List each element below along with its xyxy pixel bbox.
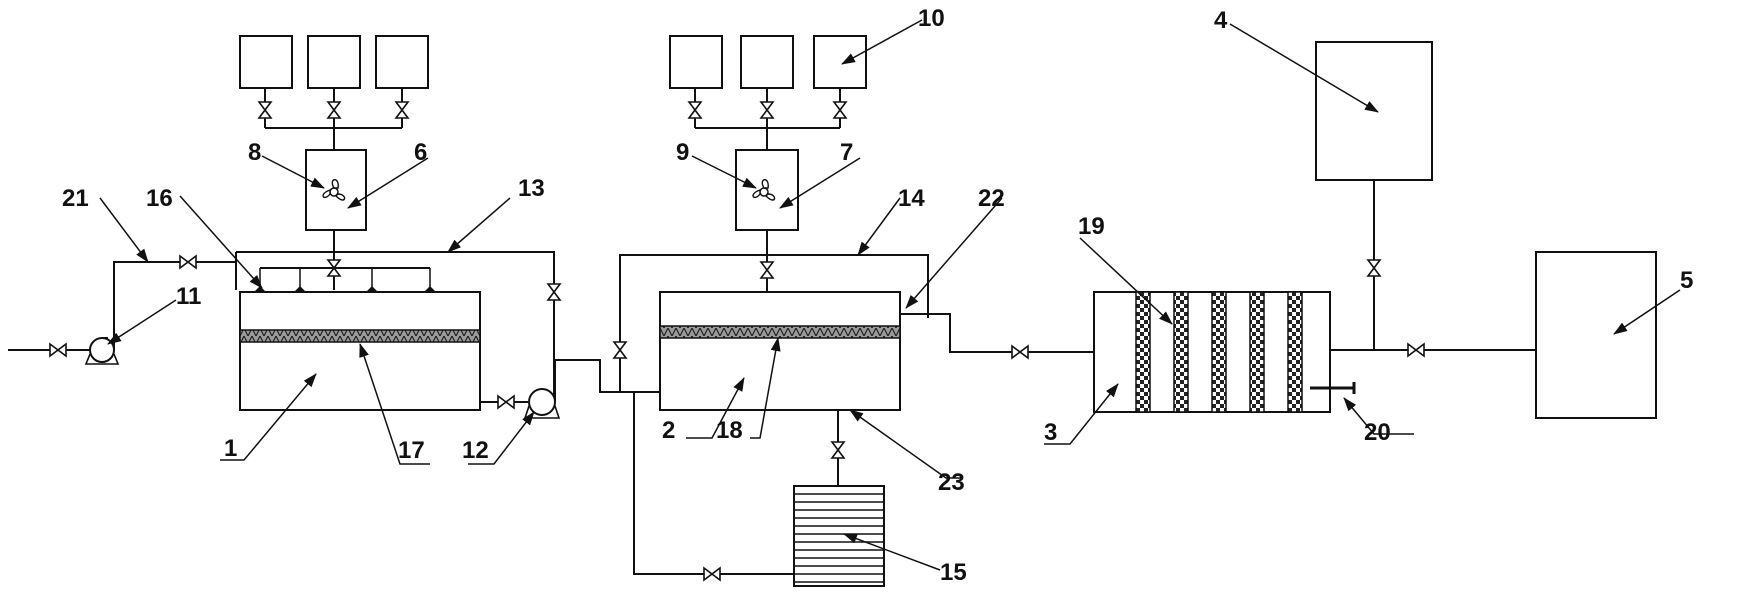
chemical-tank: [375, 35, 429, 89]
valve-icon[interactable]: [760, 101, 774, 119]
valve-icon[interactable]: [49, 343, 67, 357]
valve-icon[interactable]: [1407, 343, 1425, 357]
fan-icon: [752, 179, 776, 201]
valve-icon[interactable]: [327, 101, 341, 119]
valve-icon[interactable]: [497, 395, 515, 409]
valve-icon[interactable]: [1367, 259, 1381, 277]
chemical-tanks-group-1: [239, 35, 429, 150]
valve-icon[interactable]: [547, 283, 561, 301]
header-line-14: [613, 254, 929, 392]
label-5: 5: [1680, 267, 1693, 294]
packing-layer: [1287, 291, 1303, 413]
valve-icon[interactable]: [613, 341, 627, 359]
recycle-line: [633, 392, 845, 581]
label-14: 14: [898, 185, 925, 212]
label-2: 2: [662, 417, 675, 444]
chemical-tank-10: [813, 35, 867, 89]
label-1: 1: [224, 435, 237, 462]
label-23: 23: [938, 469, 965, 496]
heat-exchanger-15: [793, 485, 885, 587]
label-16: 16: [146, 185, 173, 212]
valve-icon[interactable]: [831, 441, 845, 459]
feed-line: [8, 255, 236, 365]
fan-icon: [322, 179, 346, 201]
label-10: 10: [918, 5, 945, 32]
label-8: 8: [248, 139, 261, 166]
filter-layer-17: [239, 329, 481, 343]
label-17: 17: [398, 437, 425, 464]
packing-layer: [1211, 291, 1227, 413]
valve-icon[interactable]: [688, 101, 702, 119]
reactor-1: [239, 291, 481, 411]
label-22: 22: [978, 185, 1005, 212]
chemical-tank: [307, 35, 361, 89]
label-11: 11: [176, 283, 201, 310]
spray-header-1: [235, 251, 561, 402]
leader-lines: [99, 19, 1681, 571]
label-3: 3: [1044, 419, 1057, 446]
valve-icon[interactable]: [760, 261, 774, 279]
label-13: 13: [518, 175, 545, 202]
label-18: 18: [716, 417, 743, 444]
label-12: 12: [462, 437, 489, 464]
valve-icon[interactable]: [179, 255, 197, 269]
reactor-2: [659, 291, 901, 411]
valve-icon[interactable]: [833, 101, 847, 119]
chemical-tank: [669, 35, 723, 89]
valve-icon[interactable]: [395, 101, 409, 119]
outlet-line-5: [1330, 343, 1536, 357]
mixer-box-6: [305, 149, 367, 231]
mixer-box-7: [735, 149, 799, 231]
packing-layer: [1173, 291, 1189, 413]
tank-5: [1535, 251, 1657, 419]
filter-layer-18: [659, 325, 901, 339]
label-6: 6: [414, 139, 427, 166]
chemical-tanks-group-2: [669, 35, 867, 150]
label-9: 9: [676, 139, 689, 166]
component-labels: 8 6 13 16 21 11 1 17 12 9 7 10 14 22 2 1…: [62, 5, 1693, 586]
tank-4: [1315, 41, 1433, 350]
valve-icon[interactable]: [1011, 345, 1029, 359]
packing-layer: [1249, 291, 1265, 413]
label-4: 4: [1214, 7, 1228, 34]
label-7: 7: [840, 139, 853, 166]
label-15: 15: [940, 559, 967, 586]
label-19: 19: [1078, 213, 1105, 240]
label-20: 20: [1364, 419, 1391, 446]
filter-column-3: [1093, 291, 1356, 413]
valve-icon[interactable]: [258, 101, 272, 119]
chemical-tank: [740, 35, 794, 89]
outlet-line-22: [900, 313, 1094, 359]
packing-layer: [1135, 291, 1151, 413]
valve-icon[interactable]: [703, 567, 721, 581]
chemical-tank: [239, 35, 293, 89]
label-21: 21: [62, 185, 89, 212]
sensor-20: [1310, 382, 1356, 394]
